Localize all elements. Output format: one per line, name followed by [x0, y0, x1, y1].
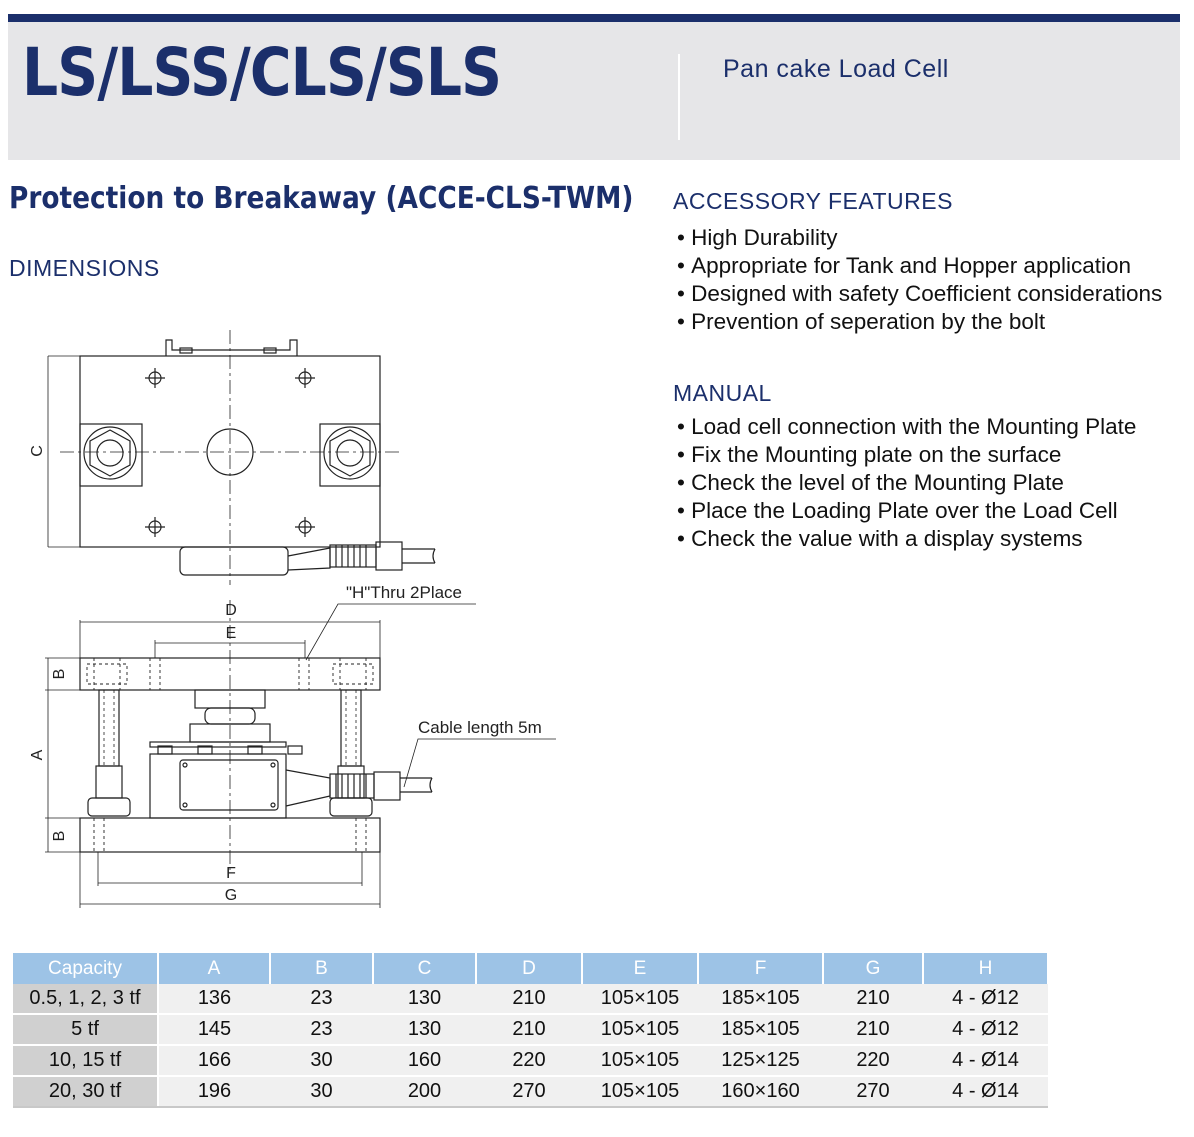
cable-top	[329, 541, 436, 571]
header-C: C	[373, 953, 477, 984]
header-G: G	[823, 953, 924, 984]
cell-G: 220	[823, 1045, 923, 1077]
cell-B: 30	[270, 1076, 373, 1108]
dimensions-heading: DIMENSIONS	[9, 255, 160, 281]
table-row: 10, 15 tf 166 30 160 220 105×105 125×125…	[13, 1045, 1048, 1077]
header-F: F	[698, 953, 824, 984]
label-cable: Cable length 5m	[418, 718, 542, 737]
cell-F: 160×160	[698, 1076, 823, 1108]
table-header-row: Capacity A B C D E F G H	[13, 953, 1049, 984]
features-heading: ACCESSORY FEATURES	[673, 188, 953, 214]
bolt-hole-top-left	[145, 368, 165, 388]
cell-H: 4 - Ø14	[923, 1045, 1048, 1077]
label-E: E	[226, 625, 237, 642]
label-A: A	[29, 749, 46, 760]
bolt-hole-top-right	[295, 368, 315, 388]
cell-G: 270	[823, 1076, 923, 1108]
table-row: 5 tf 145 23 130 210 105×105 185×105 210 …	[13, 1014, 1048, 1046]
label-holes: "H"Thru 2Place	[346, 583, 462, 602]
header-B: B	[270, 953, 374, 984]
cell-D: 210	[476, 1014, 582, 1046]
cell-D: 210	[476, 984, 582, 1015]
cell-F: 125×125	[698, 1045, 823, 1077]
cell-F: 185×105	[698, 984, 823, 1015]
label-B-bottom: B	[51, 831, 68, 842]
cell-F: 185×105	[698, 1014, 823, 1046]
header-band	[8, 22, 1180, 160]
cell-B: 30	[270, 1045, 373, 1077]
cell-E: 105×105	[582, 1076, 698, 1108]
cell-E: 105×105	[582, 1045, 698, 1077]
cell-A: 196	[158, 1076, 270, 1108]
center-boss	[206, 428, 254, 476]
front-view	[45, 600, 556, 908]
cell-capacity: 10, 15 tf	[13, 1045, 159, 1077]
post-left	[87, 689, 131, 817]
manual-list: Load cell connection with the Mounting P…	[677, 413, 1136, 553]
cell-E: 105×105	[582, 984, 698, 1015]
cell-C: 130	[373, 1014, 476, 1046]
cell-H: 4 - Ø14	[923, 1076, 1048, 1108]
hex-nut-left	[79, 423, 143, 487]
cell-A: 136	[158, 984, 270, 1015]
bolt-hole-bottom-right	[295, 517, 315, 537]
label-F: F	[226, 865, 236, 882]
cell-A: 145	[158, 1014, 270, 1046]
cell-H: 4 - Ø12	[923, 1014, 1048, 1046]
cell-D: 270	[476, 1076, 582, 1108]
cell-C: 130	[373, 984, 476, 1015]
cell-E: 105×105	[582, 1014, 698, 1046]
manual-item: Place the Loading Plate over the Load Ce…	[677, 497, 1136, 525]
features-list: High Durability Appropriate for Tank and…	[677, 224, 1162, 336]
dimensions-table: Capacity A B C D E F G H 0.5, 1, 2, 3 tf…	[13, 953, 1049, 1108]
header-D: D	[476, 953, 583, 984]
header-capacity: Capacity	[13, 953, 159, 984]
feature-item: Prevention of seperation by the bolt	[677, 308, 1162, 336]
cell-G: 210	[823, 984, 923, 1015]
label-B-top: B	[51, 669, 68, 680]
cell-capacity: 20, 30 tf	[13, 1076, 159, 1108]
hex-nut-right	[319, 423, 381, 487]
feature-item: High Durability	[677, 224, 1162, 252]
table-row: 20, 30 tf 196 30 200 270 105×105 160×160…	[13, 1076, 1048, 1108]
product-name: Pan cake Load Cell	[723, 55, 949, 83]
cell-B: 23	[270, 1014, 373, 1046]
model-title: LS/LSS/CLS/SLS	[22, 34, 502, 111]
cell-B: 23	[270, 984, 373, 1015]
label-D: D	[225, 602, 237, 619]
manual-heading: MANUAL	[673, 380, 772, 406]
manual-item: Load cell connection with the Mounting P…	[677, 413, 1136, 441]
feature-item: Designed with safety Coefficient conside…	[677, 280, 1162, 308]
cell-A: 166	[158, 1045, 270, 1077]
cell-capacity: 5 tf	[13, 1014, 159, 1046]
load-cell-body	[149, 753, 287, 819]
bottom-plate	[79, 817, 381, 853]
feature-item: Appropriate for Tank and Hopper applicat…	[677, 252, 1162, 280]
cable-front	[329, 771, 433, 801]
cell-C: 200	[373, 1076, 476, 1108]
manual-item: Check the level of the Mounting Plate	[677, 469, 1136, 497]
dimension-drawing: C D E B A B F G "H"Thru 2Place Cable len…	[29, 330, 556, 908]
manual-item: Check the value with a display systems	[677, 525, 1136, 553]
header-top-rule	[8, 14, 1180, 22]
section-title: Protection to Breakaway (ACCE-CLS-TWM)	[9, 181, 634, 216]
cell-G: 210	[823, 1014, 923, 1046]
header-H: H	[923, 953, 1049, 984]
header-E: E	[582, 953, 699, 984]
cell-H: 4 - Ø12	[923, 984, 1048, 1015]
cell-D: 220	[476, 1045, 582, 1077]
bolt-hole-bottom-left	[145, 517, 165, 537]
top-view	[47, 330, 436, 585]
label-G: G	[225, 887, 237, 904]
manual-item: Fix the Mounting plate on the surface	[677, 441, 1136, 469]
header-A: A	[158, 953, 271, 984]
header-divider	[678, 54, 680, 140]
label-C: C	[29, 445, 46, 457]
cell-capacity: 0.5, 1, 2, 3 tf	[13, 984, 159, 1015]
table-row: 0.5, 1, 2, 3 tf 136 23 130 210 105×105 1…	[13, 984, 1048, 1015]
cell-C: 160	[373, 1045, 476, 1077]
